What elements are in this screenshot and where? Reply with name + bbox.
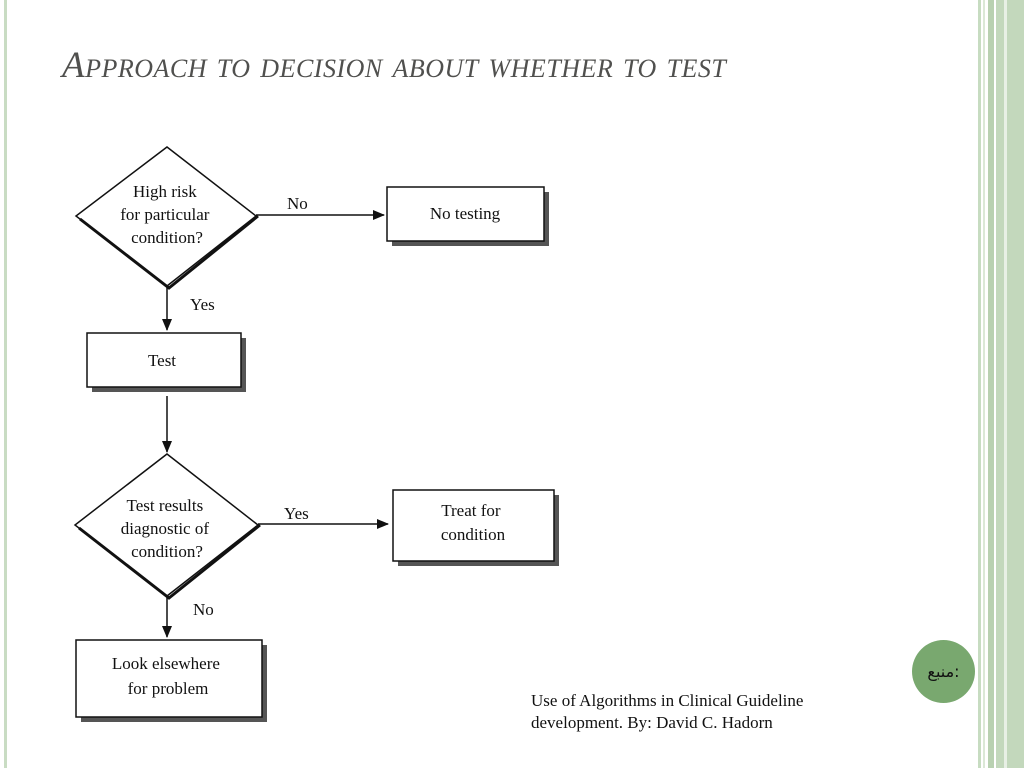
- svg-text:High risk for particular: High risk for particular condition?: [120, 182, 213, 247]
- source-line-2: development. By: David C. Hadorn: [531, 713, 773, 732]
- source-line-1: Use of Algorithms in Clinical Guideline: [531, 691, 804, 710]
- decision-high-risk-line-1: High risk: [133, 182, 197, 201]
- box-treat-line-1: Treat for: [441, 501, 501, 520]
- decision-test-results-line-3: condition?: [131, 542, 203, 561]
- edge-risk-yes-label: Yes: [190, 295, 215, 314]
- box-no-testing: No testing: [386, 186, 549, 246]
- source-citation: Use of Algorithms in Clinical Guideline …: [531, 690, 803, 734]
- edge-results-no-label: No: [193, 600, 214, 619]
- box-no-testing-label: No testing: [430, 204, 501, 223]
- edge-risk-no-label: No: [287, 194, 308, 213]
- box-look-line-2: for problem: [128, 679, 209, 698]
- decision-high-risk: High risk for particular condition?: [74, 146, 259, 290]
- box-treat-line-2: condition: [441, 525, 506, 544]
- decision-high-risk-line-2: for particular: [120, 205, 210, 224]
- left-border: [4, 0, 7, 768]
- decision-high-risk-line-3: condition?: [131, 228, 203, 247]
- decision-test-results: Test results diagnostic of condition?: [73, 453, 261, 600]
- edge-results-yes-label: Yes: [284, 504, 309, 523]
- decision-test-results-line-2: diagnostic of: [121, 519, 210, 538]
- svg-text:Treat for condition: Treat for condition: [441, 501, 506, 544]
- box-look-line-1: Look elsewhere: [112, 654, 220, 673]
- box-treat: Treat for condition: [392, 489, 559, 566]
- source-badge: منبع:: [912, 640, 975, 703]
- box-test-label: Test: [148, 351, 176, 370]
- slide-title: Approach to decision about whether to te…: [62, 45, 727, 86]
- svg-text:Look elsewhere for probl: Look elsewhere for problem: [112, 654, 224, 698]
- source-badge-label: منبع:: [927, 662, 960, 681]
- box-test: Test: [86, 332, 246, 392]
- right-decorative-stripes: [978, 0, 1024, 768]
- svg-text:Test results diagnostic: Test results diagnostic of condition?: [121, 496, 214, 561]
- box-look-elsewhere: Look elsewhere for problem: [75, 639, 267, 722]
- decision-test-results-line-1: Test results: [127, 496, 204, 515]
